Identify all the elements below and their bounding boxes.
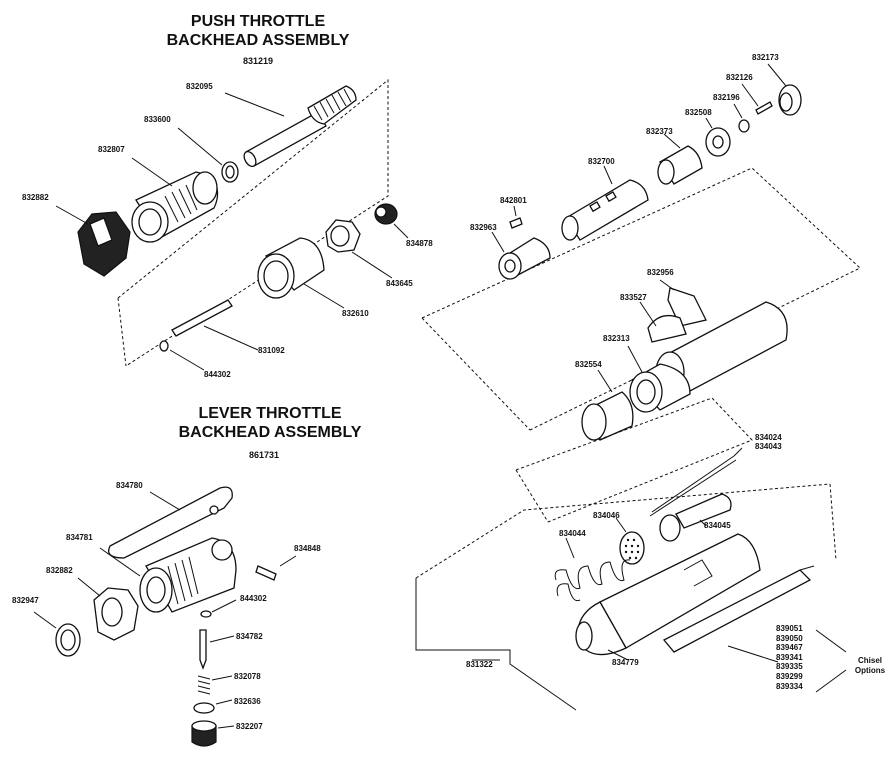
part-label: 834780 bbox=[116, 481, 143, 490]
part-844302-ring bbox=[159, 340, 205, 371]
lever-throttle-parts bbox=[33, 486, 297, 747]
part-label: 831322 bbox=[466, 660, 493, 669]
chisel-options-list: 839051 839050 839467 839341 839335 83929… bbox=[776, 624, 803, 691]
chisel-number: 839467 bbox=[776, 643, 803, 653]
part-834045-retainer bbox=[659, 493, 732, 542]
part-842801-key bbox=[509, 205, 523, 229]
part-chisel bbox=[662, 565, 815, 663]
part-832807-backhead bbox=[131, 157, 219, 243]
lever-throttle-title: LEVER THROTTLE BACKHEAD ASSEMBLY bbox=[162, 404, 378, 442]
part-label: 834043 bbox=[755, 442, 782, 451]
part-label: 832126 bbox=[726, 73, 753, 82]
part-832313-collar bbox=[627, 345, 691, 413]
part-832508-valve-seat bbox=[705, 117, 731, 157]
part-label: 843645 bbox=[386, 279, 413, 288]
part-label: 832313 bbox=[603, 334, 630, 343]
part-label: 832173 bbox=[752, 53, 779, 62]
chisel-number: 839335 bbox=[776, 662, 803, 672]
part-832196-ball bbox=[733, 103, 750, 133]
part-label: 832947 bbox=[12, 596, 39, 605]
push-title-line2: BACKHEAD ASSEMBLY bbox=[166, 32, 350, 49]
chisel-number: 839050 bbox=[776, 633, 803, 643]
part-832078-spring bbox=[197, 675, 233, 695]
push-title-line1: PUSH THROTTLE bbox=[190, 13, 326, 30]
chisel-label-line2: Options bbox=[854, 666, 886, 675]
part-label: 834779 bbox=[612, 658, 639, 667]
chisel-number: 839334 bbox=[776, 681, 803, 691]
part-832947-washer bbox=[33, 611, 81, 657]
part-834878-nut bbox=[374, 203, 409, 239]
chisel-options-label: Chisel Options bbox=[850, 656, 890, 676]
part-label: 834024 bbox=[755, 433, 782, 442]
chisel-label-line1: Chisel bbox=[857, 656, 882, 665]
part-843645-hex-cap bbox=[325, 219, 393, 279]
part-label: 832554 bbox=[575, 360, 602, 369]
part-834848-pin bbox=[255, 555, 297, 581]
part-832173-valve-cap bbox=[767, 63, 802, 116]
lever-title-line1: LEVER THROTTLE bbox=[198, 405, 342, 422]
part-label: 844302 bbox=[204, 370, 231, 379]
part-label: 842801 bbox=[500, 196, 527, 205]
part-834044-spring bbox=[554, 537, 631, 602]
part-label: 832095 bbox=[186, 82, 213, 91]
part-832963-fitting bbox=[491, 231, 551, 280]
part-834046-screen bbox=[615, 517, 645, 565]
lever-title-line2: BACKHEAD ASSEMBLY bbox=[178, 424, 362, 441]
part-834779-barrel bbox=[575, 533, 761, 661]
part-label: 832508 bbox=[685, 108, 712, 117]
part-label: 834044 bbox=[559, 529, 586, 538]
part-832095-valve-stem bbox=[224, 85, 357, 168]
part-label: 832963 bbox=[470, 223, 497, 232]
push-assembly-number: 831219 bbox=[242, 56, 274, 66]
part-832700-valve-body bbox=[561, 165, 649, 241]
part-label: 834045 bbox=[704, 521, 731, 530]
part-label: 832636 bbox=[234, 697, 261, 706]
part-834024-rod bbox=[649, 447, 743, 517]
part-label: 832078 bbox=[234, 672, 261, 681]
part-832554-sleeve bbox=[581, 369, 634, 441]
part-832610-bushing bbox=[257, 237, 345, 309]
part-832207-cap bbox=[191, 720, 235, 747]
part-833600-o-ring bbox=[177, 127, 239, 183]
part-832882-nut-lever bbox=[77, 577, 139, 641]
part-label: 832882 bbox=[22, 193, 49, 202]
part-832636-washer bbox=[193, 699, 233, 714]
part-832882-hex-nut bbox=[55, 205, 131, 277]
part-label: 832373 bbox=[646, 127, 673, 136]
chisel-number: 839051 bbox=[776, 624, 803, 633]
main-tool-parts bbox=[415, 63, 861, 711]
chisel-number: 839341 bbox=[776, 652, 803, 662]
part-832373-sleeve bbox=[657, 133, 703, 185]
part-label: 834781 bbox=[66, 533, 93, 542]
part-label: 832807 bbox=[98, 145, 125, 154]
part-label: 832196 bbox=[713, 93, 740, 102]
part-label: 831092 bbox=[258, 346, 285, 355]
part-833527-clip bbox=[639, 301, 687, 343]
part-label: 834848 bbox=[294, 544, 321, 553]
part-844302-ring-lever bbox=[200, 599, 237, 618]
chisel-number: 839299 bbox=[776, 671, 803, 681]
part-label: 832956 bbox=[647, 268, 674, 277]
part-label: 832882 bbox=[46, 566, 73, 575]
part-834782-plunger bbox=[199, 629, 235, 670]
part-label: 832610 bbox=[342, 309, 369, 318]
part-834781-body bbox=[99, 537, 237, 613]
part-label: 834046 bbox=[593, 511, 620, 520]
part-label: 834878 bbox=[406, 239, 433, 248]
part-834780-lever bbox=[107, 486, 233, 559]
part-label: 844302 bbox=[240, 594, 267, 603]
part-832126-pin bbox=[741, 83, 773, 115]
part-label: 834782 bbox=[236, 632, 263, 641]
part-label: 833600 bbox=[144, 115, 171, 124]
part-831092-pin bbox=[171, 299, 259, 351]
part-label: 832207 bbox=[236, 722, 263, 731]
push-throttle-title: PUSH THROTTLE BACKHEAD ASSEMBLY bbox=[150, 12, 366, 50]
part-label: 833527 bbox=[620, 293, 647, 302]
part-label: 832700 bbox=[588, 157, 615, 166]
lever-assembly-number: 861731 bbox=[248, 450, 280, 460]
push-throttle-parts bbox=[55, 78, 409, 371]
